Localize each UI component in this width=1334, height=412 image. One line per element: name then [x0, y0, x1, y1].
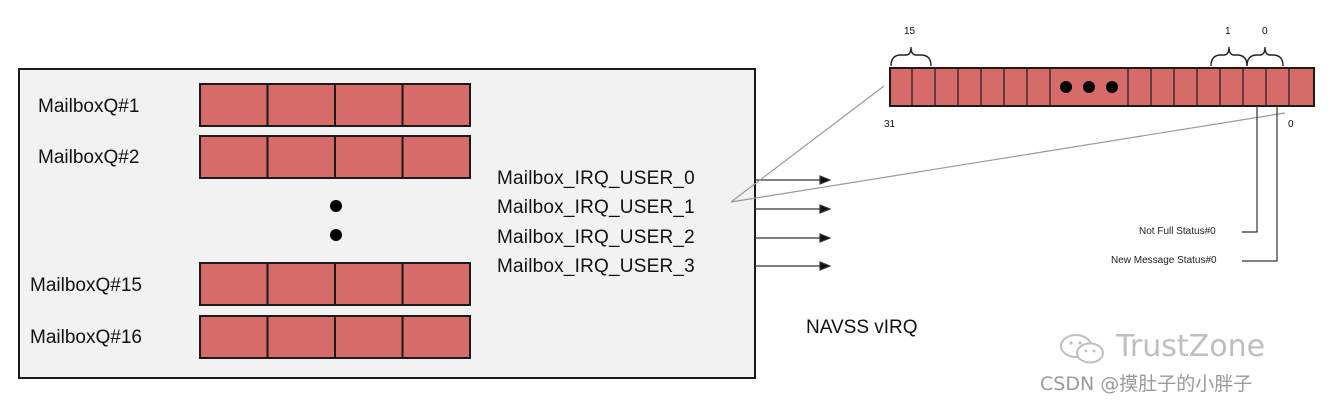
queue-cell [334, 262, 404, 306]
mailbox-label-2: MailboxQ#2 [38, 147, 140, 168]
mailbox-queue-2 [199, 135, 471, 179]
mailbox-queue-16 [199, 315, 471, 359]
bit-label-1: 1 [1225, 26, 1231, 37]
mailbox-queue-1 [199, 83, 471, 127]
new-message-status-label: New Message Status#0 [1111, 255, 1217, 266]
not-full-status-label: Not Full Status#0 [1139, 226, 1216, 237]
wechat-icon [1060, 334, 1104, 364]
irq-arrows [755, 175, 832, 271]
queue-cell [334, 83, 404, 127]
navss-virq-label: NAVSS vIRQ [806, 317, 918, 338]
mailbox-label-16: MailboxQ#16 [30, 327, 142, 348]
register-dot [1083, 81, 1095, 93]
brace-bit15 [890, 46, 932, 67]
queue-cell [199, 83, 269, 127]
watermark-trustzone: TrustZone [1116, 329, 1266, 364]
queue-cell [401, 83, 471, 127]
brace-bit0 [1246, 46, 1284, 67]
watermark-csdn: CSDN @摸肚子的小胖子 [1040, 373, 1253, 395]
register-bar [889, 67, 1315, 107]
queue-cell [334, 135, 404, 179]
ellipsis-dot [330, 229, 342, 241]
irq-label-1: Mailbox_IRQ_USER_1 [497, 197, 695, 218]
mailbox-queue-15 [199, 262, 471, 306]
brace-bits1-0 [1210, 46, 1248, 67]
queue-cell [266, 262, 336, 306]
irq-label-2: Mailbox_IRQ_USER_2 [497, 227, 695, 248]
register-dot [1106, 81, 1118, 93]
queue-cell [199, 135, 269, 179]
bit-label-31: 31 [884, 119, 896, 130]
register-frame [889, 67, 1315, 107]
queue-cell [334, 315, 404, 359]
bit-label-15: 15 [904, 26, 916, 37]
mailbox-label-1: MailboxQ#1 [38, 96, 140, 117]
not-full-leader [1242, 106, 1258, 233]
irq-label-3: Mailbox_IRQ_USER_3 [497, 256, 695, 277]
bit-label-0: 0 [1262, 26, 1268, 37]
irq-label-0: Mailbox_IRQ_USER_0 [497, 168, 695, 189]
queue-cell [199, 315, 269, 359]
new-message-leader [1242, 106, 1278, 262]
zoom-line-msb [730, 85, 885, 203]
bit-label-lsb: 0 [1288, 119, 1294, 130]
queue-cell [266, 135, 336, 179]
queue-cell [266, 83, 336, 127]
queue-cell [401, 262, 471, 306]
queue-cell [401, 135, 471, 179]
zoom-line-lsb [730, 112, 1286, 203]
queue-cell [266, 315, 336, 359]
mailbox-label-15: MailboxQ#15 [30, 275, 142, 296]
queue-cell [401, 315, 471, 359]
ellipsis-dot [330, 200, 342, 212]
register-dot [1060, 81, 1072, 93]
queue-cell [199, 262, 269, 306]
